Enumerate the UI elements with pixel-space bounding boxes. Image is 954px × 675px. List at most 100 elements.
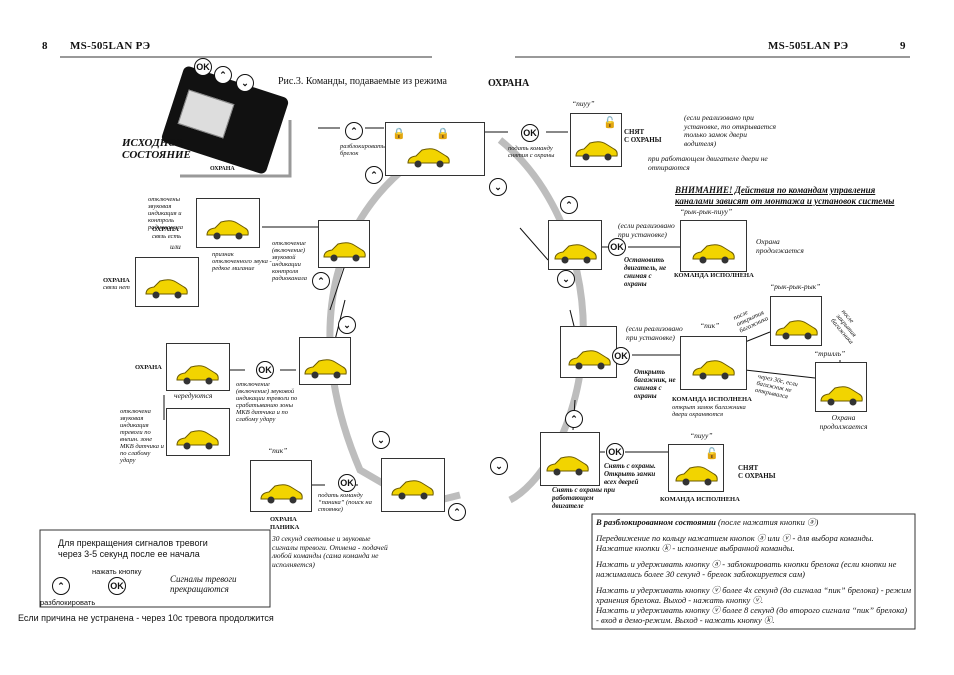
info-p2: Нажать и удерживать кнопку ⓐ - заблокиро… (596, 559, 897, 579)
armed-nolink-box (135, 257, 199, 307)
fob-up-button[interactable]: ⌃ (214, 66, 232, 84)
up-button[interactable]: ⌃ (448, 503, 466, 521)
info-p3: Нажать и удерживать кнопку ⓥ более 4х се… (596, 585, 912, 605)
stop-engine-action: Остановить двигатель, не снимая с охраны (624, 256, 667, 288)
ok-button-disarm[interactable]: OK (521, 124, 539, 142)
fob-down-button[interactable]: ⌄ (236, 74, 254, 92)
armed-nolink-sub: связи нет (103, 284, 130, 291)
ok-button-disarm-engine[interactable]: OK (606, 443, 624, 461)
trunk-action: Открыть багажник, не снимая с охраны (634, 368, 676, 400)
ok-button-panic[interactable]: OK (338, 474, 356, 492)
disarm-note: (если реализовано при установке, то откр… (684, 113, 777, 148)
page-number-left: 8 (42, 40, 48, 52)
car-icon (575, 141, 618, 161)
up-button[interactable]: ⌃ (565, 410, 583, 428)
up-button-stop-alarm[interactable]: ⌃ (52, 577, 70, 595)
panic-sound: “пик” (268, 446, 288, 455)
lock-closed-icon: 🔒 (436, 128, 450, 140)
disarmed-box: 🔓 (570, 113, 622, 167)
fob-mode-label: ОХРАНА (210, 166, 235, 172)
sound-toggle-note: отключение (включение) звуковой индикаци… (272, 240, 308, 282)
armed-link-sub: связь есть (152, 233, 182, 240)
fob-ok-button[interactable]: OK (194, 58, 212, 76)
ok-button-sensor[interactable]: OK (256, 361, 274, 379)
info-p1: Передвижение по кольцу нажатием кнопок ⓐ… (596, 533, 874, 553)
send-disarm-note: подать команду снятия с охраны (508, 145, 555, 159)
trunk-result-box (680, 336, 747, 390)
disarm-sound: “пиуу” (572, 99, 595, 108)
trunk-done: КОМАНДА ИСПОЛНЕНА (672, 396, 752, 403)
down-button[interactable]: ⌄ (489, 178, 507, 196)
car-icon (206, 220, 249, 240)
sensor-off-box (166, 408, 230, 456)
disarm-engine-source-box (540, 432, 600, 486)
trunk-opened-box (770, 296, 822, 346)
armed-sensor-box (166, 343, 230, 391)
up-button[interactable]: ⌃ (560, 196, 578, 214)
car-icon (304, 359, 347, 379)
trunk-if: (если реализовано при установке) (626, 324, 683, 342)
stop-engine-result: Охрана продолжается (756, 237, 804, 255)
panic-desc: 30 секунд световые и звуковые сигналы тр… (272, 534, 388, 569)
info-title-tail: (после нажатия кнопки (718, 517, 805, 527)
stop-engine-if: (если реализовано при установке) (618, 221, 675, 239)
panic-send-note: подать команду “паника” (поиск на стоянк… (318, 492, 372, 513)
car-icon (692, 244, 735, 264)
warning-text: ВНИМАНИЕ! Действия по командам управлени… (675, 185, 895, 206)
ok-button-stop-engine[interactable]: OK (608, 238, 626, 256)
sensor-toggle-box (299, 337, 351, 385)
car-icon (692, 360, 735, 380)
lock-closed-icon: 🔒 (392, 128, 406, 140)
car-icon (176, 365, 219, 385)
stop-engine-result-box (680, 220, 747, 272)
car-icon (145, 279, 188, 299)
figure-caption: Рис.3. Команды, подаваемые из режима (278, 76, 447, 87)
car-icon (176, 430, 219, 450)
ok-button-stop-alarm[interactable]: OK (108, 577, 126, 595)
ok-button-trunk[interactable]: OK (612, 347, 630, 365)
down-button[interactable]: ⌄ (490, 457, 508, 475)
car-icon (675, 466, 718, 486)
disarm-engine-result-box: 🔓 (668, 444, 724, 492)
press-button-label: нажать кнопку (92, 567, 142, 576)
armed-link-caption: ОХРАНА (152, 226, 179, 233)
unlock-fob-note: разблокировать брелок (340, 143, 385, 157)
car-icon (775, 320, 818, 340)
sensor-toggle-note: отключение (включение) звуковой индикаци… (236, 381, 298, 423)
down-button[interactable]: ⌄ (557, 270, 575, 288)
ohrana-label: ОХРАНА (135, 364, 162, 371)
up-button-unlock[interactable]: ⌃ (345, 122, 363, 140)
disarm-engine-done: КОМАНДА ИСПОЛНЕНА (660, 496, 740, 503)
armed-link-note: отключены звуковая индикация и контроль … (148, 196, 184, 231)
sound-toggle-box (318, 220, 370, 268)
trunk-sound3: “трилль” (814, 349, 846, 358)
car-icon (568, 350, 611, 370)
mode-label: ОХРАНА (488, 78, 530, 89)
armed-link-box (196, 198, 260, 248)
lock-open-icon: 🔓 (603, 117, 617, 129)
trunk-sound2: “рык-рык-рык” (770, 282, 821, 291)
up-button[interactable]: ⌃ (312, 272, 330, 290)
car-icon (546, 456, 589, 476)
alarm-result: Сигналы тревоги прекращаются (170, 574, 237, 594)
disarm-engine-sound: “пиуу” (690, 431, 713, 440)
up-button[interactable]: ⌃ (365, 166, 383, 184)
disarm-engine-note: при работающем двигателе двери не отпира… (648, 154, 768, 172)
car-icon (260, 484, 303, 504)
trunk-source-box (560, 326, 617, 378)
unlock-label: разблокировать (40, 598, 96, 607)
nolink-note: признак отключенного звука - редкое мига… (212, 251, 272, 272)
info-p4: Нажать и удерживать кнопку ⓥ более 8 сек… (596, 605, 908, 625)
car-icon (391, 480, 434, 500)
down-button[interactable]: ⌄ (372, 431, 390, 449)
down-button[interactable]: ⌄ (338, 316, 356, 334)
header-title-right: MS-505LAN РЭ (768, 40, 849, 52)
armed-state-box: 🔒 🔒 (385, 122, 485, 176)
armed-nolink-caption: ОХРАНА (103, 277, 130, 284)
car-icon (407, 148, 450, 168)
trunk-result: Охрана продолжается (819, 413, 868, 431)
